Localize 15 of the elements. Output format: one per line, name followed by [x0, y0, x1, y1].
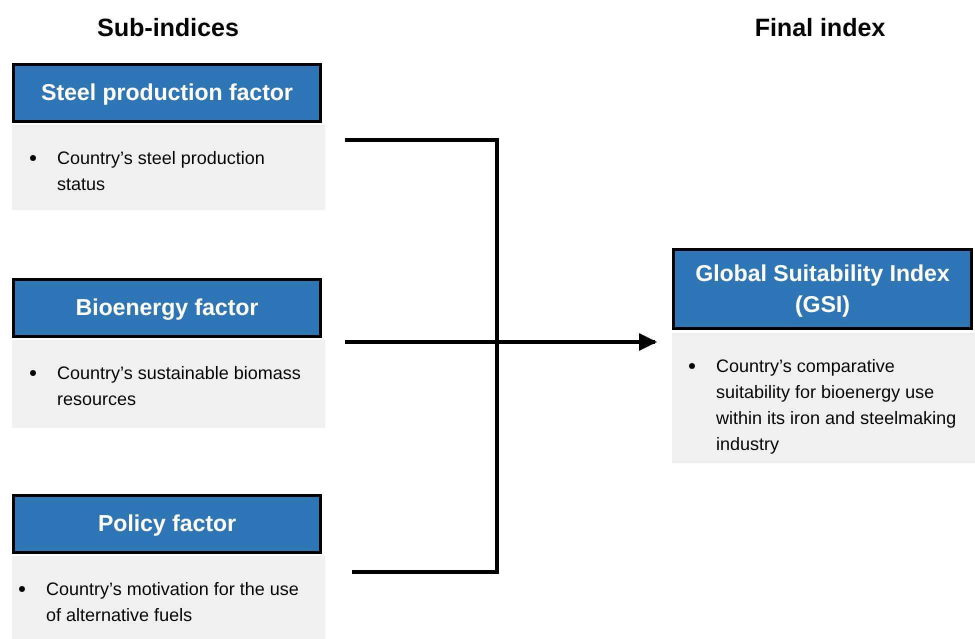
factor-header-box: Global Suitability Index (GSI): [672, 248, 973, 330]
column-heading: Sub-indices: [96, 13, 240, 44]
factor-header-box: Steel production factor: [12, 63, 322, 123]
description-box: [12, 556, 325, 639]
column-heading: Final index: [754, 13, 886, 44]
description-box: [12, 125, 325, 210]
connector-arrow: [352, 333, 657, 574]
bullet-text: Country’s sustainable biomass resources: [57, 360, 317, 412]
description-box: [12, 340, 325, 428]
bullet-text: Country’s motivation for the use of alternative fuels: [46, 576, 317, 628]
factor-header-box: Policy factor: [12, 494, 322, 554]
bullet-text: Country’s comparative suitability for bioenergy use within its iron and steelmaking industry: [716, 353, 967, 458]
bullet-text: Country’s steel production status: [57, 145, 317, 198]
description-box: [672, 333, 975, 463]
factor-header-box: Bioenergy factor: [12, 278, 322, 338]
